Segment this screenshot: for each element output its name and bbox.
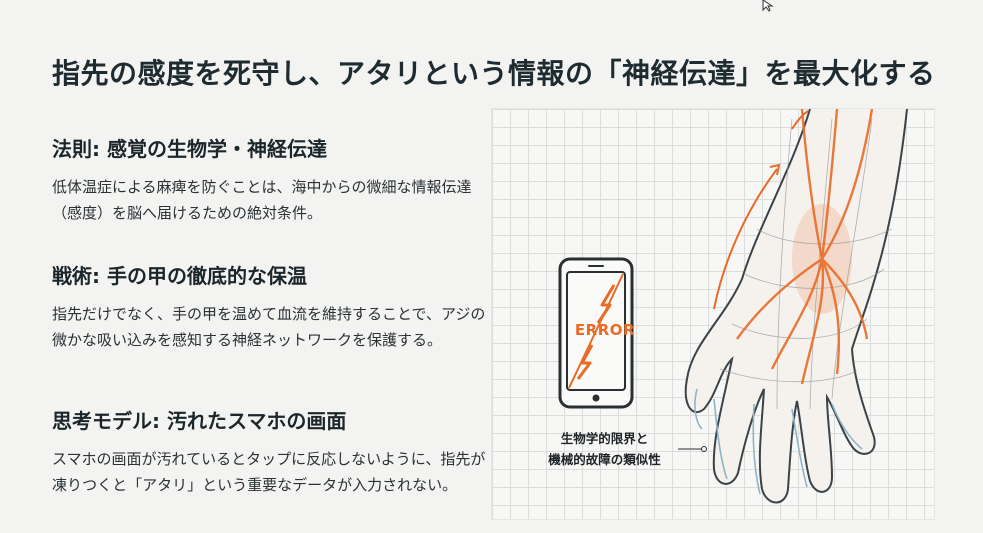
callout-line: 生物学的限界と (560, 431, 649, 446)
section-heading: 法則: 感覚の生物学・神経伝達 (52, 137, 327, 161)
section-body: スマホの画面が汚れているとタップに反応しないように、指先が凍りつくと「アタリ」と… (52, 450, 486, 494)
illustration-callout: 生物学的限界と 機械的故障の類似性 (532, 428, 677, 470)
section-heading: 戦術: 手の甲の徹底的な保温 (52, 264, 307, 288)
page-title: 指先の感度を死守し、アタリという情報の「神経伝達」を最大化する (52, 57, 936, 90)
callout-line: 機械的故障の類似性 (548, 452, 661, 467)
section-tactic: 戦術: 手の甲の徹底的な保温 指先だけでなく、手の甲を温めて血流を維持することで… (52, 260, 497, 353)
section-mental-model: 思考モデル: 汚れたスマホの画面 スマホの画面が汚れているとタップに反応しないよ… (52, 405, 497, 498)
hand-phone-illustration: ERROR 生物学的限界と 機械的故障の類似性 (491, 108, 935, 520)
section-heading: 思考モデル: 汚れたスマホの画面 (52, 409, 347, 433)
mouse-cursor-icon (762, 0, 774, 12)
hand-nerve-illustration (684, 109, 908, 504)
section-body: 指先だけでなく、手の甲を温めて血流を維持することで、アジの微かな吸い込みを感知す… (52, 305, 486, 349)
lightning-bolt-icon (576, 284, 616, 380)
phone-error-text: ERROR (574, 321, 636, 339)
arrow-up-icon (713, 110, 809, 310)
section-body: 低体温症による麻痺を防ぐことは、海中からの微細な情報伝達（感度）を脳へ届けるため… (52, 178, 472, 222)
smartphone-icon (558, 257, 634, 409)
section-law: 法則: 感覚の生物学・神経伝達 低体温症による麻痺を防ぐことは、海中からの微細な… (52, 133, 497, 226)
